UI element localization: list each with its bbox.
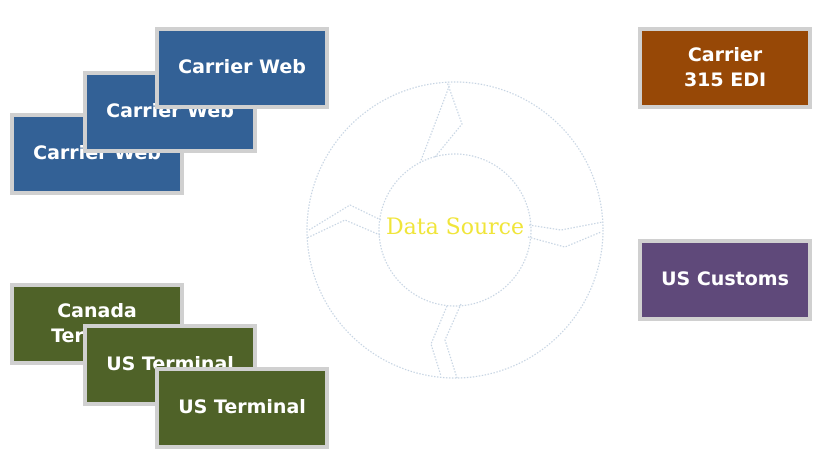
data-source-label: Data Source	[385, 215, 525, 240]
cycle-inner-ring	[378, 153, 532, 307]
data-source-cycle	[306, 81, 604, 379]
carrier-315-edi-label: Carrier 315 EDI	[683, 43, 767, 91]
us-terminal-box-2: US Terminal	[155, 367, 329, 449]
us-customs-box: US Customs	[638, 239, 812, 321]
carrier-315-edi-box: Carrier 315 EDI	[638, 27, 812, 109]
carrier-web-box-3: Carrier Web	[155, 27, 329, 109]
cycle-segment-dividers	[306, 81, 604, 379]
cycle-outer-ring	[306, 81, 604, 379]
